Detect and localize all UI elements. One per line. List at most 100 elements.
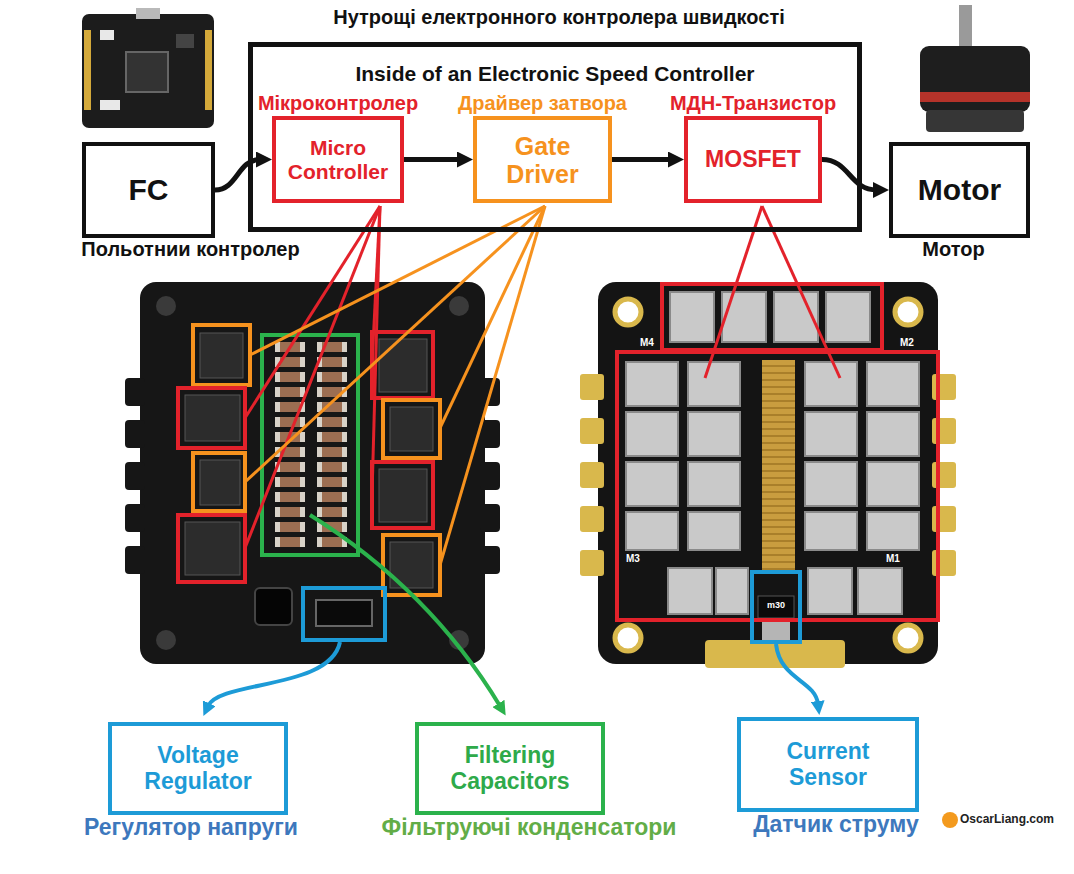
watermark-logo <box>942 812 958 828</box>
mcu-chip <box>379 469 427 522</box>
highlight-frame <box>178 515 245 582</box>
esc-board-bottom <box>598 282 938 664</box>
mount-hole <box>156 630 176 650</box>
highlight-frame <box>372 462 433 528</box>
mosfet-chip <box>826 292 870 342</box>
fc-chip <box>126 52 168 92</box>
mosfet-chip <box>626 412 678 456</box>
leader-line <box>440 206 545 565</box>
mosfet-chip <box>805 412 857 456</box>
mosfet-chip <box>688 512 740 550</box>
leader-arrow <box>776 644 818 704</box>
highlight-frame <box>383 400 440 458</box>
page-title: Нутрощі електронного контролера швидкост… <box>333 6 785 28</box>
mosfet-chip <box>805 362 857 406</box>
mosfet-box: МДН-ТранзисторMOSFET <box>684 116 822 203</box>
highlight-frame <box>303 588 385 640</box>
board-tab <box>480 546 500 574</box>
motor-pad <box>580 550 604 576</box>
mosfet-chip <box>808 568 852 614</box>
pad-label: M2 <box>900 337 914 348</box>
leader-arrow <box>208 642 340 706</box>
mosfet-chip <box>688 412 740 456</box>
mount-hole <box>895 299 921 325</box>
highlight-frame <box>383 535 440 595</box>
mosfet-chip <box>858 568 902 614</box>
mosfet-box-caption: МДН-Транзистор <box>670 92 836 114</box>
flow-arrow <box>404 157 461 162</box>
board-tab <box>480 504 500 532</box>
mosfet-chip <box>668 568 712 614</box>
mosfet-chip <box>716 568 748 614</box>
motor-band <box>920 92 1030 102</box>
inductor <box>255 588 292 625</box>
resistor-marking: m30 <box>767 601 785 611</box>
mount-hole <box>615 299 641 325</box>
mosfet-chip <box>626 362 678 406</box>
regulator-box-text: Voltage Regulator <box>118 743 278 795</box>
driver-chip <box>200 460 240 505</box>
regulator-box-caption: Регулятор напруги <box>84 815 298 840</box>
leader-line <box>245 206 380 418</box>
motor-pad <box>932 374 956 400</box>
motor-pad <box>580 374 604 400</box>
highlight-frame <box>617 352 938 620</box>
usb-port <box>136 8 160 19</box>
esc-box: Inside of an Electronic Speed Controller… <box>248 42 862 232</box>
driver-chip <box>390 407 433 451</box>
regulator-chip <box>316 600 372 626</box>
board-tab <box>125 504 145 532</box>
fc-box: FCПольотнии контролер <box>82 142 215 238</box>
board-tab <box>480 420 500 448</box>
fc-box-caption: Польотнии контролер <box>81 238 299 260</box>
mcu-box-text: Micro Controller <box>282 136 394 183</box>
mcu-box: МікроконтролерMicro Controller <box>272 116 404 203</box>
fc-pads <box>205 30 212 110</box>
mount-hole <box>156 296 176 316</box>
mount-hole <box>449 296 469 316</box>
motor-box-text: Motor <box>899 173 1020 207</box>
sensor-box-text: Current Sensor <box>747 739 909 791</box>
capacitor-box-caption: Фільтруючі конденсатори <box>382 815 677 840</box>
flow-arrow <box>612 157 672 162</box>
fc-part <box>100 30 114 40</box>
highlight-frame <box>193 453 245 511</box>
highlight-frame <box>662 284 882 350</box>
leader-arrow <box>310 515 500 706</box>
shunt-bar <box>762 360 795 574</box>
esc-box-heading: Inside of an Electronic Speed Controller <box>253 62 857 85</box>
pad-label: M3 <box>626 553 640 564</box>
driver-chip <box>200 333 243 378</box>
mosfet-chip <box>805 462 857 506</box>
capacitor-box-text: Filtering Capacitors <box>425 743 595 795</box>
mosfet-chip <box>688 462 740 506</box>
regulator-box: Voltage RegulatorРегулятор напруги <box>108 722 288 815</box>
highlight-frame <box>372 332 433 398</box>
board-tab <box>125 462 145 490</box>
mosfet-chip <box>626 512 678 550</box>
motor-pad <box>932 550 956 576</box>
motor-pad <box>580 462 604 488</box>
motor-pad <box>932 418 956 444</box>
fc-part <box>100 100 120 110</box>
motor-bell <box>920 46 1030 112</box>
gate-driver-box-caption: Драйвер затвора <box>458 92 627 114</box>
motor-box: MotorМотор <box>889 142 1030 238</box>
leader-line <box>372 206 380 495</box>
mcu-chip <box>185 395 240 441</box>
mosfet-chip <box>867 362 919 406</box>
sensor-part <box>762 622 790 640</box>
mosfet-chip <box>867 512 919 550</box>
highlight-frame <box>193 325 250 385</box>
mosfet-chip <box>626 462 678 506</box>
board-tab <box>125 420 145 448</box>
flow-arrow <box>822 160 877 191</box>
shunt-resistor <box>758 596 794 618</box>
board-tab <box>480 462 500 490</box>
board-tab <box>125 378 145 406</box>
highlight-frame <box>752 572 800 642</box>
mcu-chip <box>185 522 240 575</box>
sensor-box: Current SensorДатчик струму <box>737 717 919 812</box>
fc-box-text: FC <box>92 173 205 207</box>
mount-hole <box>615 625 641 651</box>
